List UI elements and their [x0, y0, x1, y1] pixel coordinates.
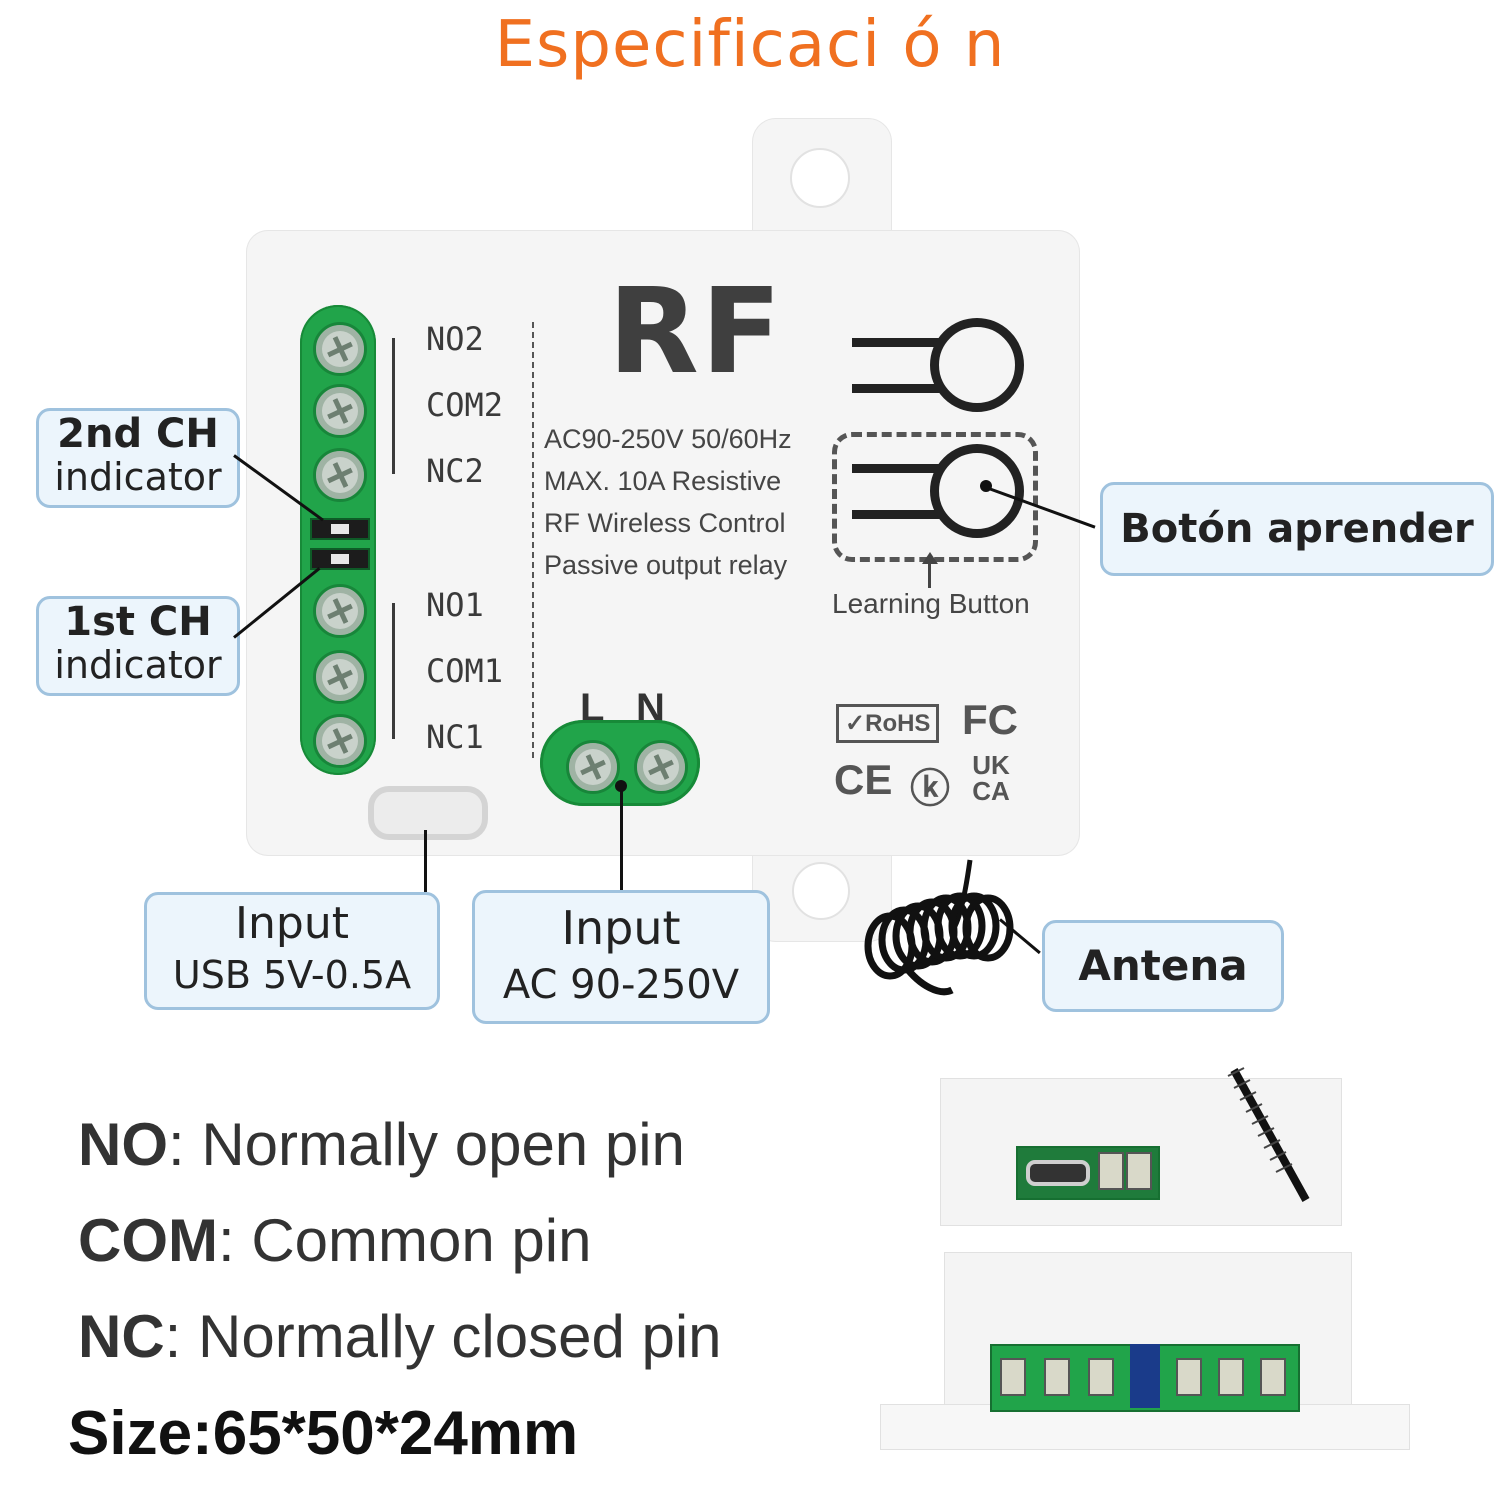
terminal-screw-com1	[313, 650, 367, 704]
side-view-terminal-3	[1088, 1358, 1114, 1396]
key-icon-upper-line-a	[852, 338, 952, 347]
callout-ac-input: Input AC 90-250V	[472, 890, 770, 1024]
callout-ch1-sub: indicator	[54, 643, 222, 687]
callout-antenna: Antena	[1042, 920, 1284, 1012]
pin-label-com2: COM2	[426, 386, 504, 424]
key-icon-upper-ring	[930, 318, 1024, 412]
learn-button-line-a	[852, 464, 952, 473]
callout-usb-sub: USB 5V-0.5A	[172, 953, 412, 997]
kc-mark-icon: ⓚ	[910, 767, 950, 811]
bottom-mounting-hole	[792, 862, 850, 920]
callout-ch1-title: 1st CH	[64, 599, 212, 645]
legend-no-abbr: NO	[78, 1111, 168, 1178]
page-title: Especificaci ó n	[494, 8, 1006, 82]
legend-nc: NC: Normally closed pin	[78, 1302, 722, 1371]
legend-com: COM: Common pin	[78, 1206, 591, 1275]
callout-usb-input: Input USB 5V-0.5A	[144, 892, 440, 1010]
learning-arrow-head	[922, 552, 938, 564]
pin-label-nc2: NC2	[426, 452, 484, 490]
terminal-screw-nc2	[313, 448, 367, 502]
spec-max-current: MAX. 10A Resistive	[544, 466, 782, 496]
legend-nc-abbr: NC	[78, 1303, 165, 1370]
side-view-screw-b	[1126, 1152, 1152, 1190]
callout-antenna-text: Antena	[1078, 941, 1248, 990]
terminal-screw-nc1	[313, 714, 367, 768]
side-view-terminal-4	[1176, 1358, 1202, 1396]
pin-label-nc1: NC1	[426, 718, 484, 756]
callout-ac-title: Input	[561, 901, 681, 955]
terminal-screw-n	[634, 740, 688, 794]
spec-relay-type: Passive output relay	[544, 550, 788, 580]
rf-logo: RF	[608, 262, 784, 400]
callout-usb-title: Input	[235, 898, 349, 949]
terminal-screw-com2	[313, 384, 367, 438]
terminal-screw-l	[566, 740, 620, 794]
fcc-mark: FC	[962, 696, 1018, 743]
side-view-terminal-5	[1218, 1358, 1244, 1396]
legend-com-abbr: COM	[78, 1207, 218, 1274]
callout-ch1-indicator: 1st CH indicator	[36, 596, 240, 696]
callout-ac-sub: AC 90-250V	[502, 962, 740, 1008]
ukca-mark: UK CA	[972, 750, 1010, 806]
legend-com-text: : Common pin	[217, 1207, 592, 1274]
callout-ch2-title: 2nd CH	[57, 411, 219, 457]
side-view-screw-a	[1098, 1152, 1124, 1190]
divider-dashed-line	[532, 322, 534, 758]
pin-label-com1: COM1	[426, 652, 504, 690]
side-view-usb-port	[1026, 1160, 1090, 1186]
side-view-terminal-6	[1260, 1358, 1286, 1396]
spec-rf-control: RF Wireless Control	[544, 508, 786, 538]
antenna-coil	[864, 859, 1014, 996]
legend-no: NO: Normally open pin	[78, 1110, 685, 1179]
pin-label-no2: NO2	[426, 320, 484, 358]
side-view-antenna	[1227, 1067, 1310, 1202]
side-view-pcb-gap	[1130, 1344, 1160, 1408]
top-mounting-hole	[790, 148, 850, 208]
legend-no-text: : Normally open pin	[168, 1111, 685, 1178]
rohs-check-icon: ✓	[845, 710, 866, 737]
leader-line-usb	[424, 830, 427, 892]
callout-learn-button: Botón aprender	[1100, 482, 1494, 576]
learning-arrow-icon	[928, 558, 931, 588]
ce-mark: CE	[834, 756, 893, 803]
rohs-text: RoHS	[865, 710, 931, 737]
key-icon-upper-line-b	[852, 384, 952, 393]
leader-line-ac	[620, 788, 623, 890]
learn-button-line-b	[852, 510, 952, 519]
ch2-indicator-led	[310, 518, 370, 540]
ch1-indicator-led	[310, 548, 370, 570]
rohs-mark: ✓RoHS	[836, 704, 940, 743]
pin-label-no1: NO1	[426, 586, 484, 624]
ch1-relay-bracket	[392, 603, 395, 739]
leader-dot-learn	[980, 480, 992, 492]
ch2-relay-bracket	[392, 338, 395, 474]
size-spec: Size:65*50*24mm	[68, 1399, 579, 1468]
callout-learn-button-text: Botón aprender	[1120, 506, 1474, 552]
spec-voltage: AC90-250V 50/60Hz	[544, 424, 792, 454]
terminal-screw-no2	[313, 322, 367, 376]
usb-c-port	[368, 786, 488, 840]
learning-button-label: Learning Button	[832, 588, 1030, 619]
callout-ch2-sub: indicator	[54, 455, 222, 499]
legend-nc-text: : Normally closed pin	[164, 1303, 722, 1370]
side-view-terminal-1	[1000, 1358, 1026, 1396]
callout-ch2-indicator: 2nd CH indicator	[36, 408, 240, 508]
terminal-screw-no1	[313, 584, 367, 638]
learning-button-icon	[930, 444, 1024, 538]
leader-dot-ac	[615, 780, 627, 792]
side-view-terminal-2	[1044, 1358, 1070, 1396]
